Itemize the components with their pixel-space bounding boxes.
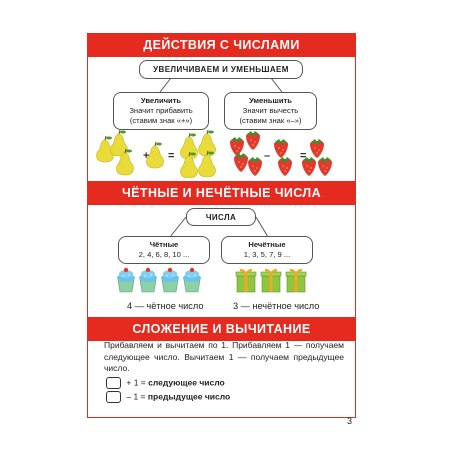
plus-sign: +: [143, 150, 150, 162]
decrease-title: Уменьшить: [249, 96, 292, 105]
cupcakes-illustration: [116, 267, 202, 293]
minus-sign: –: [264, 150, 271, 162]
decrease-line2: (ставим знак «–»): [239, 116, 302, 125]
page-number: 3: [347, 416, 353, 426]
rule-next-expression: + 1 =: [126, 377, 146, 388]
rule-next-text: следующее число: [148, 377, 225, 388]
even-examples: 2, 4, 6, 8, 10 ...: [138, 250, 190, 259]
odd-examples: 1, 3, 5, 7, 9 ...: [243, 250, 291, 259]
equals-sign: =: [300, 150, 307, 162]
decrease-box: Уменьшить Значит вычесть (ставим знак «–…: [224, 92, 317, 130]
strawberry-icon: [318, 157, 332, 176]
numbers-box: ЧИСЛА: [186, 208, 256, 226]
add-subtract-paragraph: Прибавляем и вычитаем по 1. Прибавляем 1…: [104, 340, 344, 373]
placeholder-square: [106, 377, 121, 389]
rule-next-number: + 1 = следующее число: [106, 377, 225, 389]
strawberry-icon: [274, 139, 288, 158]
rule-previous-expression: – 1 =: [126, 391, 146, 402]
odd-box: Нечётные 1, 3, 5, 7, 9 ...: [221, 236, 313, 264]
odd-title: Нечётные: [248, 240, 286, 249]
decrease-line1: Значит вычесть: [242, 106, 299, 115]
cupcake-icon: [160, 267, 180, 293]
rule-previous-number: – 1 = предыдущее число: [106, 391, 230, 403]
cupcake-icon: [138, 267, 158, 293]
even-title: Чётные: [149, 240, 179, 249]
increase-line1: Значит прибавить: [129, 106, 193, 115]
even-box: Чётные 2, 4, 6, 8, 10 ...: [118, 236, 210, 264]
gift-box-icon: [235, 268, 257, 293]
strawberry-icon: [310, 139, 324, 158]
pears-illustration: [96, 130, 216, 178]
cupcake-icon: [116, 267, 136, 293]
rule-previous-text: предыдущее число: [147, 391, 231, 402]
odd-caption: 3 — нечётное число: [233, 301, 320, 311]
gifts-illustration: [235, 268, 307, 293]
increase-title: Увеличить: [140, 96, 182, 105]
section-title-add-subtract: СЛОЖЕНИЕ И ВЫЧИТАНИЕ: [87, 317, 356, 341]
gift-box-icon: [260, 268, 282, 293]
strawberry-icon: [248, 157, 262, 176]
increase-decrease-box: УВЕЛИЧИВАЕМ И УМЕНЬШАЕМ: [139, 60, 303, 79]
strawberry-icon: [230, 137, 244, 156]
section-title-even-odd: ЧЁТНЫЕ И НЕЧЁТНЫЕ ЧИСЛА: [87, 181, 356, 205]
strawberry-icon: [234, 153, 248, 172]
cupcake-icon: [182, 267, 202, 293]
strawberry-icon: [278, 157, 292, 176]
strawberries-illustration: [230, 131, 332, 176]
increase-line2: (ставим знак «+»): [129, 116, 193, 125]
equals-sign: =: [168, 150, 175, 162]
placeholder-square: [106, 391, 121, 403]
even-caption: 4 — чётное число: [127, 301, 204, 311]
gift-box-icon: [285, 268, 307, 293]
strawberry-icon: [246, 131, 260, 150]
increase-box: Увеличить Значит прибавить (ставим знак …: [113, 92, 209, 130]
section-title-operations: ДЕЙСТВИЯ С ЧИСЛАМИ: [87, 33, 356, 57]
